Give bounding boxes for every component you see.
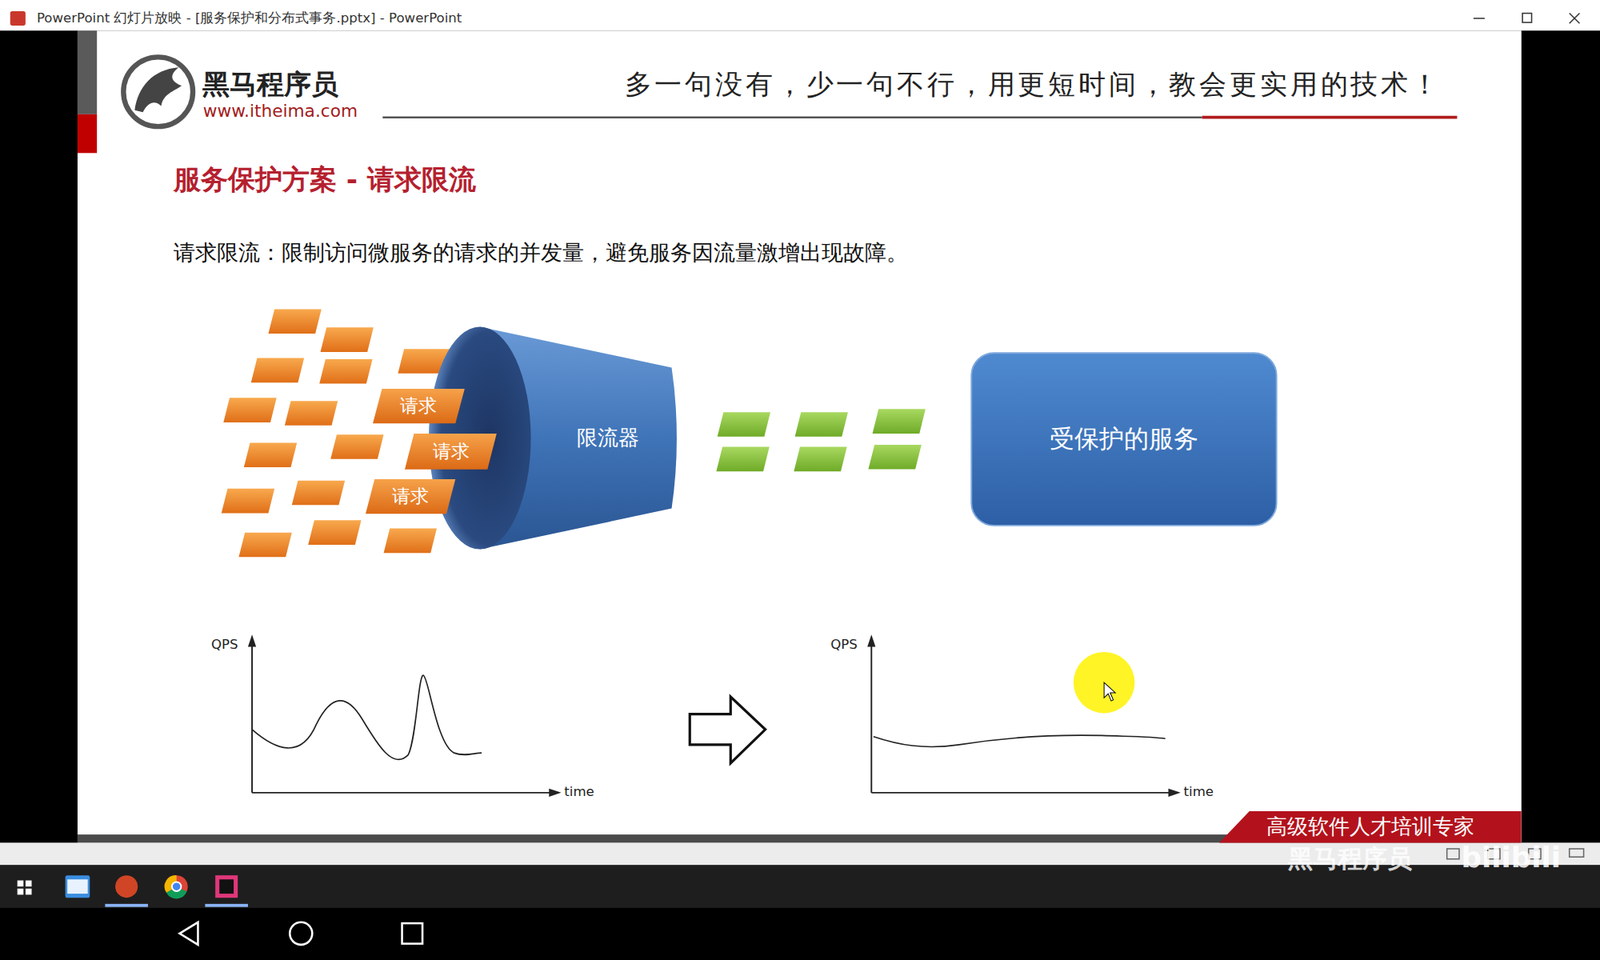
active-indicator	[104, 904, 148, 908]
logo	[123, 56, 193, 127]
ide-icon	[215, 875, 238, 898]
explorer-icon	[65, 875, 91, 898]
explorer-icon	[67, 879, 88, 894]
corner-bar	[77, 30, 97, 115]
watermark: 黑马程序员	[1288, 844, 1412, 875]
request-block: 请求	[372, 388, 465, 424]
watermark: bilibili	[1461, 840, 1562, 876]
start-button	[17, 880, 32, 896]
request-block: 请求	[365, 479, 456, 514]
slide	[77, 30, 1522, 843]
axis-arrowheads	[248, 634, 1181, 797]
cursor-highlight	[1073, 652, 1136, 714]
nav-bar	[0, 908, 1600, 960]
axis-label: time	[564, 784, 594, 800]
window-title: PowerPoint 幻灯片放映 - [服务保护和分布式事务.pptx] - P…	[36, 10, 462, 27]
request-block-text: 请求	[432, 440, 470, 464]
request-block: 请求	[404, 433, 497, 470]
request-block-text: 请求	[392, 485, 429, 508]
title-bar	[0, 0, 1600, 31]
service-box: 受保护的服务	[970, 352, 1278, 527]
qps-curve	[252, 675, 482, 760]
powerpoint-icon	[115, 875, 138, 898]
request-blocks	[221, 308, 452, 557]
chart-axes	[252, 640, 1176, 793]
definition-text: 请求限流：限制访问微服务的请求的并发量，避免服务因流量激增出现故障。	[173, 240, 908, 266]
header-line	[1202, 116, 1458, 120]
brand-name: 黑马程序员	[202, 68, 339, 101]
service-box-text: 受保护的服务	[1049, 424, 1199, 455]
corner-bar	[77, 114, 97, 153]
header-line	[382, 116, 1202, 119]
axis-label: QPS	[211, 636, 239, 653]
hollow-arrow	[689, 696, 765, 764]
slide-heading: 服务保护方案 - 请求限流	[173, 163, 476, 196]
mouse-cursor	[1104, 682, 1116, 701]
footer-banner: 高级软件人才培训专家	[1219, 811, 1522, 844]
axis-label: QPS	[830, 636, 858, 653]
brand-url: www.itheima.com	[203, 100, 358, 122]
app-icon	[10, 11, 26, 26]
active-indicator	[204, 904, 248, 908]
qps-curve	[873, 735, 1166, 747]
chrome-icon	[172, 881, 181, 891]
window-controls	[1473, 13, 1580, 24]
axis-label: time	[1184, 784, 1214, 800]
passed-blocks	[716, 408, 925, 472]
footer-banner-text: 高级软件人才培训专家	[1266, 814, 1475, 840]
slide-footer-line	[77, 834, 1241, 843]
request-block-text: 请求	[400, 395, 437, 418]
nav-buttons	[179, 922, 423, 945]
ide-icon	[219, 879, 234, 894]
slogan: 多一句没有，少一句不行，用更短时间，教会更实用的技术！	[624, 68, 1442, 101]
rate-limiter-text: 限流器	[576, 425, 640, 451]
